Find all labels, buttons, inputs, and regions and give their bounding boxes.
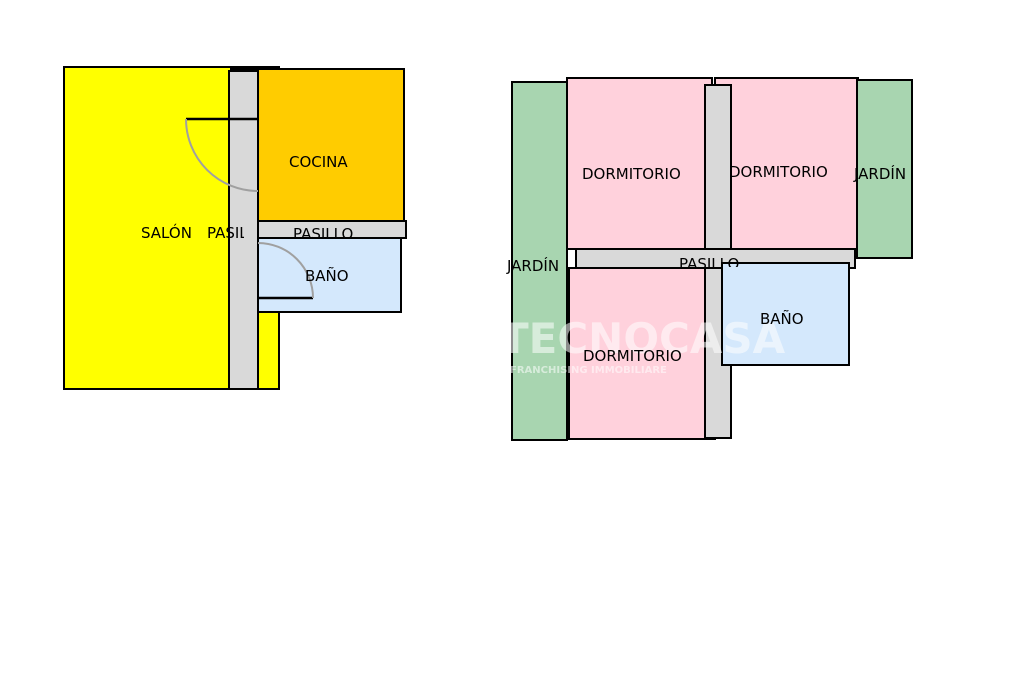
room-dormitorio-top-left [566, 77, 713, 250]
room-cocina [257, 68, 405, 223]
label-pasillo-2-clip: PASILLO [679, 255, 739, 273]
label-pasillo-horizontal-clip: PASILLO [293, 225, 353, 243]
label-bano-1: BAÑO [305, 266, 349, 285]
label-jardin-left-clip: JARDÍN [506, 256, 559, 275]
room-jardin-right [856, 79, 913, 259]
room-pasillo-vertical [228, 70, 259, 390]
label-salon: SALÓN [141, 223, 192, 242]
watermark-logo: TECNOCASA FRANCHISING IMMOBILIARE [500, 314, 786, 376]
label-jardin-right: JARDÍN [853, 164, 906, 183]
room-bano-2 [721, 262, 850, 366]
room-dormitorio-top-right [714, 77, 859, 250]
label-dormitorio-top-left: DORMITORIO [582, 165, 681, 183]
label-pasillo-horizontal: PASILLO [293, 225, 353, 243]
label-bano-2: BAÑO [760, 309, 804, 328]
label-jardin-left: JARDÍN [506, 256, 559, 275]
floor-plan-2: TECNOCASA FRANCHISING IMMOBILIARE JARDÍN… [500, 77, 913, 441]
watermark-brand: TECNOCASA [500, 314, 786, 363]
label-dormitorio-top-right: DORMITORIO [729, 163, 828, 181]
door-bano [257, 242, 314, 300]
label-jardin-right-clip: JARDÍN [853, 164, 906, 183]
label-pasillo-2: PASILLO [679, 255, 739, 273]
label-dormitorio-top-right-clip: DORMITORIO [729, 163, 828, 181]
room-bano [257, 237, 402, 313]
room-jardin-left [511, 81, 568, 441]
label-pasillo-vertical: PASILLO [207, 224, 267, 242]
watermark-tagline: FRANCHISING IMMOBILIARE [510, 365, 667, 376]
label-cocina: COCINA [289, 153, 348, 171]
label-pasillo-vertical-clip: PASILLO [207, 224, 267, 242]
floor-plan-1: SALÓN PASILLO COCINA PASILLO BAÑO [63, 66, 407, 390]
door-cocina [185, 117, 259, 192]
label-dormitorio-bottom: DORMITORIO [583, 347, 682, 365]
